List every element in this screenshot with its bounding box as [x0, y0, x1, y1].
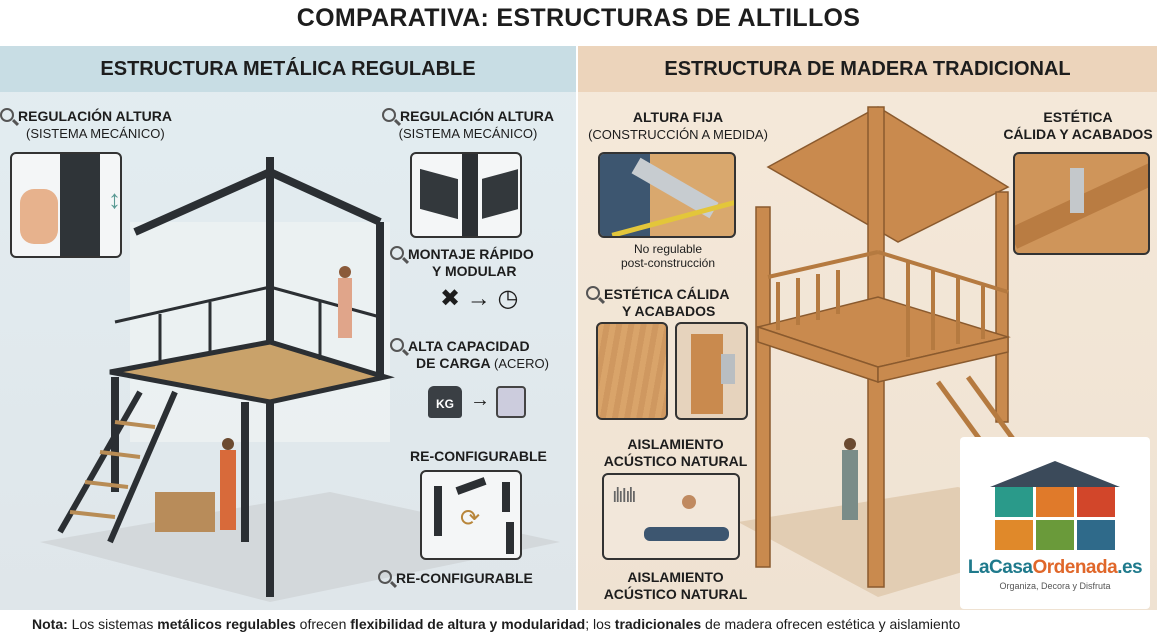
pin-adjust-detail: ↕	[10, 152, 122, 258]
beam-joint-detail	[410, 152, 522, 238]
page-title: COMPARATIVA: ESTRUCTURAS DE ALTILLOS	[296, 4, 861, 32]
fixed-height-label: ALTURA FIJA (CONSTRUCCIÓN A MEDIDA)	[578, 109, 778, 143]
arrow-icon: →	[470, 389, 490, 411]
modular-parts-detail: ⟳	[420, 470, 522, 560]
metal-panel: ESTRUCTURA METÁLICA REGULABLE REGULACIÓN…	[0, 46, 576, 610]
label-title: REGULACIÓN ALTURA	[18, 108, 172, 124]
logo-brand: LaCasaOrdenada.es	[960, 557, 1150, 579]
label-title: REGULACIÓN ALTURA	[400, 108, 554, 124]
magnifier-icon	[586, 286, 600, 300]
reconfig-bottom-label: RE-CONFIGURABLE	[378, 570, 533, 587]
lacasaordenada-logo: LaCasaOrdenada.es Organiza, Decora y Dis…	[960, 437, 1150, 609]
wood-joint-detail	[675, 322, 748, 420]
label-line: Y ACABADOS	[622, 303, 716, 319]
note-bold: tradicionales	[614, 616, 702, 632]
note-text: ; los	[585, 616, 615, 632]
wood-header: ESTRUCTURA DE MADERA TRADICIONAL	[578, 46, 1157, 92]
beam-hanger-detail	[1013, 152, 1150, 255]
wrench-icon: ✖	[440, 285, 461, 312]
label-line: ACÚSTICO NATURAL	[603, 586, 748, 602]
label-line: ALTA CAPACIDAD	[408, 338, 530, 354]
magnifier-icon	[382, 108, 396, 122]
label-line: AISLAMIENTO	[627, 569, 724, 585]
regulation-left-label: REGULACIÓN ALTURA (SISTEMA MECÁNICO)	[0, 108, 172, 142]
magnifier-icon	[378, 570, 392, 584]
label-line: ESTÉTICA	[1043, 109, 1113, 125]
label-line: CÁLIDA Y ACABADOS	[1003, 126, 1153, 142]
note-text: ofrecen	[295, 616, 351, 632]
brand-part: Ordenada	[1032, 557, 1118, 578]
label-sub: (SISTEMA MECÁNICO)	[26, 126, 165, 141]
note-bold: flexibilidad de altura y modularidad	[350, 616, 586, 632]
logo-tagline: Organiza, Decora y Disfruta	[999, 581, 1111, 591]
clock-icon: ◷	[497, 285, 519, 312]
label-line: MONTAJE RÁPIDO	[408, 246, 534, 262]
label-title: ALTURA FIJA	[632, 109, 724, 125]
brand-part: .es	[1117, 557, 1143, 578]
magnifier-icon	[390, 338, 404, 352]
label-line: Y MODULAR	[432, 263, 517, 279]
note-bold: metálicos regulables	[157, 616, 296, 632]
magnifier-icon	[390, 246, 404, 260]
wood-panel: ESTRUCTURA DE MADERA TRADICIONAL ALTURA …	[578, 46, 1157, 610]
kg-weight-icon: KG	[428, 386, 462, 418]
note-text: Los sistemas	[67, 616, 158, 632]
regulation-right-label: REGULACIÓN ALTURA (SISTEMA MECÁNICO)	[378, 108, 558, 142]
up-down-arrow-icon: ↕	[108, 184, 121, 214]
brand-part: LaCasa	[967, 557, 1033, 578]
label-line: ACÚSTICO NATURAL	[603, 453, 748, 469]
label-line: AISLAMIENTO	[627, 436, 724, 452]
metal-header: ESTRUCTURA METÁLICA REGULABLE	[0, 46, 576, 92]
metal-structure-illustration	[40, 157, 560, 602]
load-scale-icon	[496, 386, 526, 418]
label-sub: (ACERO)	[494, 356, 549, 371]
reconfig-box-title: RE-CONFIGURABLE	[410, 448, 547, 464]
sound-wave-icon: ılıIılı	[612, 485, 637, 507]
wood-grain-detail	[596, 322, 668, 420]
house-logo-icon	[990, 461, 1120, 550]
tools-to-clock-icons: ✖ → ◷	[440, 285, 519, 312]
note-line: No regulable	[633, 242, 703, 256]
footer-note: Nota: Los sistemas metálicos regulables …	[32, 616, 960, 632]
cycle-arrows-icon: ⟳	[460, 505, 481, 532]
note-label: Nota:	[32, 616, 68, 632]
label-line: DE CARGA	[416, 355, 491, 371]
note-line: post-construcción	[620, 256, 716, 270]
label-line: ESTÉTICA CÁLIDA	[604, 286, 730, 302]
magnifier-icon	[0, 108, 14, 122]
note-text: de madera ofrecen estética y aislamiento	[701, 616, 961, 632]
label-sub: (CONSTRUCCIÓN A MEDIDA)	[588, 127, 768, 142]
label-line: RE-CONFIGURABLE	[396, 570, 533, 586]
acoustic-detail: ılıIılı	[602, 473, 740, 560]
saw-cutting-detail	[598, 152, 736, 238]
label-sub: (SISTEMA MECÁNICO)	[398, 126, 538, 141]
